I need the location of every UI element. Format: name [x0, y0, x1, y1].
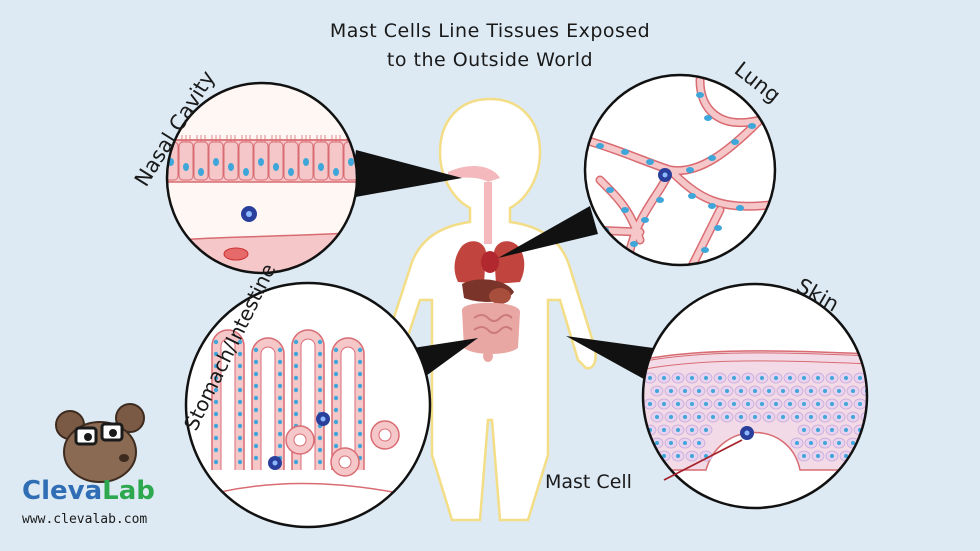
logo-part-cleva: Cleva — [22, 476, 103, 506]
heart-shape — [481, 251, 499, 273]
lung-pointer — [498, 206, 598, 258]
nasal-pointer — [350, 150, 462, 198]
nasal-passage — [448, 166, 500, 182]
nasal-cavity-inset — [165, 81, 359, 275]
mast-cell-intestine-2 — [268, 456, 282, 470]
organs — [448, 166, 525, 362]
mast-cell-nasal — [241, 206, 257, 222]
lung-inset — [583, 73, 777, 267]
logo-part-lab: Lab — [102, 476, 155, 506]
trachea — [484, 182, 492, 244]
clevalab-logo-text: ClevaLab — [22, 476, 155, 506]
logo-url: www.clevalab.com — [22, 512, 148, 527]
title-line-1: Mast Cells Line Tissues Exposed — [329, 20, 651, 42]
title-line-2: to the Outside World — [386, 49, 594, 71]
mouse-mascot-logo — [55, 403, 145, 483]
mast-cell-callout-line — [663, 439, 743, 481]
nasal-epithelial-cells — [167, 135, 357, 181]
stomach-intestine-inset — [184, 281, 432, 529]
left-lung-shape — [454, 241, 486, 284]
lung-cell-nuclei — [596, 92, 756, 253]
mast-cell-skin — [740, 426, 754, 440]
mast-cell-label: Mast Cell — [545, 471, 632, 493]
intestinal-villi — [211, 329, 400, 477]
skin-pointer — [566, 336, 668, 388]
stomach-shape — [489, 288, 511, 304]
skin-inset — [641, 282, 869, 510]
mast-cell-lung — [658, 168, 672, 182]
mast-cell-intestine-1 — [316, 412, 330, 426]
pointer-wedges — [350, 150, 668, 392]
